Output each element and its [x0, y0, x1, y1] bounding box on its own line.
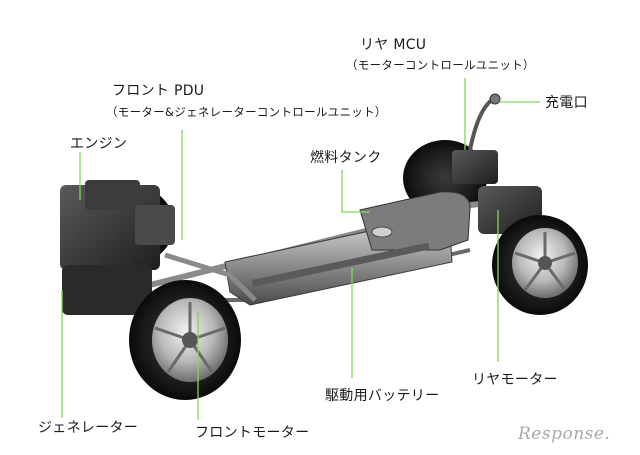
response-logo: Response.: [518, 424, 611, 444]
battery-band: [252, 242, 430, 287]
front-pdu-box: [135, 205, 175, 245]
label-front-motor: フロントモーター: [195, 425, 310, 441]
front-pipe: [164, 252, 257, 302]
leader-fuel-tank: [341, 170, 370, 213]
fuel-tank-body: [359, 191, 471, 251]
charge-port-plug: [489, 93, 501, 105]
label-rear-mcu: リヤ MCU: [360, 37, 427, 53]
front-hub: [182, 332, 198, 348]
rear-hub: [538, 256, 552, 270]
label-rear-motor: リヤモーター: [472, 372, 558, 388]
label-engine: エンジン: [70, 136, 128, 152]
label-front-pdu-sub: （モーター&ジェネレーターコントロールユニット）: [106, 105, 387, 119]
label-rear-mcu-sub: （モーターコントロールユニット）: [346, 58, 535, 72]
label-drive-battery: 駆動用バッテリー: [325, 388, 440, 404]
rear-mcu-unit: [452, 150, 498, 184]
charge-cable: [468, 98, 494, 151]
engine-top: [85, 180, 140, 210]
label-charge-port: 充電口: [545, 95, 588, 111]
generator-block: [62, 265, 152, 315]
label-generator: ジェネレーター: [38, 420, 139, 436]
fuel-cap: [371, 226, 393, 238]
label-front-pdu: フロント PDU: [112, 83, 205, 99]
leader-lines: [61, 78, 540, 420]
label-fuel-tank: 燃料タンク: [310, 150, 382, 166]
